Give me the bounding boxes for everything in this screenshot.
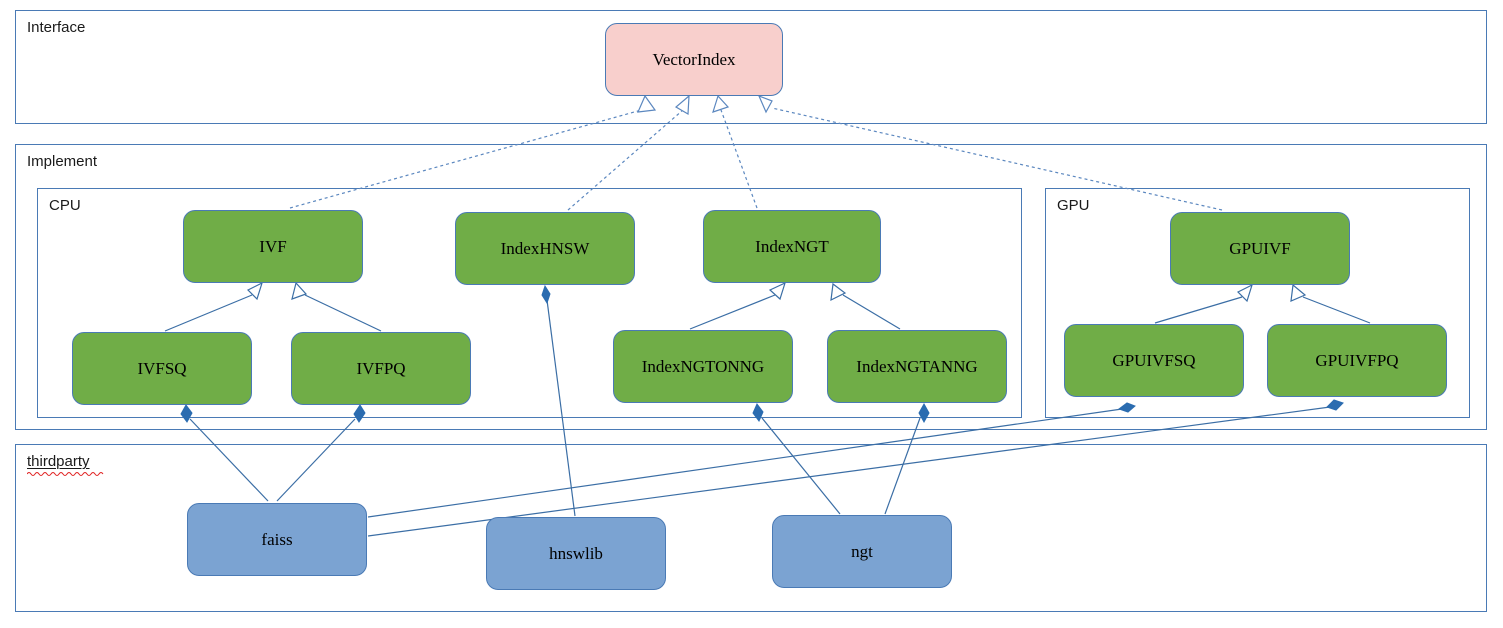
- node-gpuivf[interactable]: GPUIVF: [1170, 212, 1350, 285]
- group-label-cpu: CPU: [49, 197, 81, 214]
- node-indexngtanng[interactable]: IndexNGTANNG: [827, 330, 1007, 403]
- node-vectorindex[interactable]: VectorIndex: [605, 23, 783, 96]
- node-label: GPUIVF: [1229, 238, 1291, 258]
- node-label: IndexNGTANNG: [856, 356, 978, 376]
- node-label: IVF: [259, 236, 287, 256]
- node-faiss[interactable]: faiss: [187, 503, 367, 576]
- group-label-thirdparty: thirdparty: [27, 453, 90, 470]
- node-label: faiss: [261, 529, 293, 549]
- node-gpuivfpq[interactable]: GPUIVFPQ: [1267, 324, 1447, 397]
- node-indexngtonng[interactable]: IndexNGTONNG: [613, 330, 793, 403]
- group-label-implement: Implement: [27, 153, 98, 170]
- node-ivfpq[interactable]: IVFPQ: [291, 332, 471, 405]
- spellcheck-squiggle-icon: [27, 472, 104, 476]
- node-ngt[interactable]: ngt: [772, 515, 952, 588]
- node-ivfsq[interactable]: IVFSQ: [72, 332, 252, 405]
- node-label: GPUIVFSQ: [1112, 350, 1196, 370]
- node-label: GPUIVFPQ: [1315, 350, 1399, 370]
- node-label: IndexNGTONNG: [641, 356, 765, 376]
- node-indexhnsw[interactable]: IndexHNSW: [455, 212, 635, 285]
- node-label: IndexNGT: [755, 236, 829, 256]
- node-ivf[interactable]: IVF: [183, 210, 363, 283]
- node-label: IVFPQ: [356, 358, 406, 378]
- group-label-gpu: GPU: [1057, 197, 1090, 214]
- node-indexngt[interactable]: IndexNGT: [703, 210, 881, 283]
- group-label-interface: Interface: [27, 19, 86, 36]
- node-label: IndexHNSW: [500, 238, 590, 258]
- node-label: IVFSQ: [137, 358, 187, 378]
- node-label: ngt: [851, 541, 873, 561]
- node-hnswlib[interactable]: hnswlib: [486, 517, 666, 590]
- node-label: hnswlib: [549, 543, 603, 563]
- node-gpuivfsq[interactable]: GPUIVFSQ: [1064, 324, 1244, 397]
- node-label: VectorIndex: [652, 49, 736, 69]
